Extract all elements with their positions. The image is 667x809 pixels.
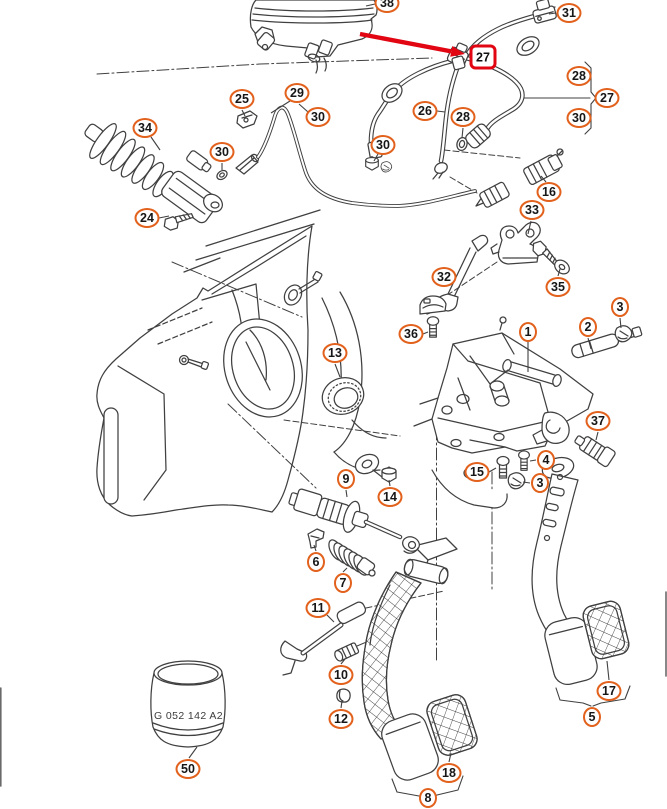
callout-38[interactable]: 38	[374, 0, 400, 13]
callout-35[interactable]: 35	[545, 277, 571, 297]
callout-3[interactable]: 3	[611, 297, 629, 317]
callout-11[interactable]: 11	[305, 598, 331, 618]
callout-28[interactable]: 28	[566, 66, 592, 86]
callout-15[interactable]: 15	[464, 462, 490, 482]
callout-4[interactable]: 4	[537, 450, 555, 470]
callout-7[interactable]: 7	[334, 573, 352, 593]
callout-29[interactable]: 29	[284, 83, 310, 103]
callout-28[interactable]: 28	[450, 107, 476, 127]
callout-27[interactable]: 27	[594, 88, 620, 108]
callout-37[interactable]: 37	[585, 411, 611, 431]
callout-16[interactable]: 16	[536, 182, 562, 202]
callout-1[interactable]: 1	[519, 322, 537, 342]
callout-17[interactable]: 17	[596, 681, 622, 701]
callout-26[interactable]: 26	[412, 101, 438, 121]
callout-50[interactable]: 50	[175, 759, 201, 779]
callout-3[interactable]: 3	[531, 473, 549, 493]
callout-34[interactable]: 34	[132, 118, 158, 138]
callout-30[interactable]: 30	[209, 142, 235, 162]
callout-25[interactable]: 25	[229, 89, 255, 109]
callout-18[interactable]: 18	[436, 763, 462, 783]
callout-10[interactable]: 10	[328, 665, 354, 685]
callout-6[interactable]: 6	[307, 552, 325, 572]
part-number-label: G 052 142 A2	[153, 710, 224, 722]
callout-36[interactable]: 36	[398, 324, 424, 344]
callout-14[interactable]: 14	[377, 487, 403, 507]
callout-30[interactable]: 30	[566, 108, 592, 128]
callout-13[interactable]: 13	[322, 343, 348, 363]
callout-30[interactable]: 30	[305, 107, 331, 127]
callout-24[interactable]: 24	[134, 208, 160, 228]
callout-30[interactable]: 30	[370, 135, 396, 155]
callout-8[interactable]: 8	[419, 788, 437, 808]
callout-27-highlighted[interactable]: 27	[469, 44, 497, 70]
callout-31[interactable]: 31	[556, 3, 582, 23]
callout-2[interactable]: 2	[579, 317, 597, 337]
callout-32[interactable]: 32	[431, 267, 457, 287]
callout-5[interactable]: 5	[583, 707, 601, 727]
callout-9[interactable]: 9	[337, 469, 355, 489]
callout-12[interactable]: 12	[328, 709, 354, 729]
callout-33[interactable]: 33	[519, 200, 545, 220]
